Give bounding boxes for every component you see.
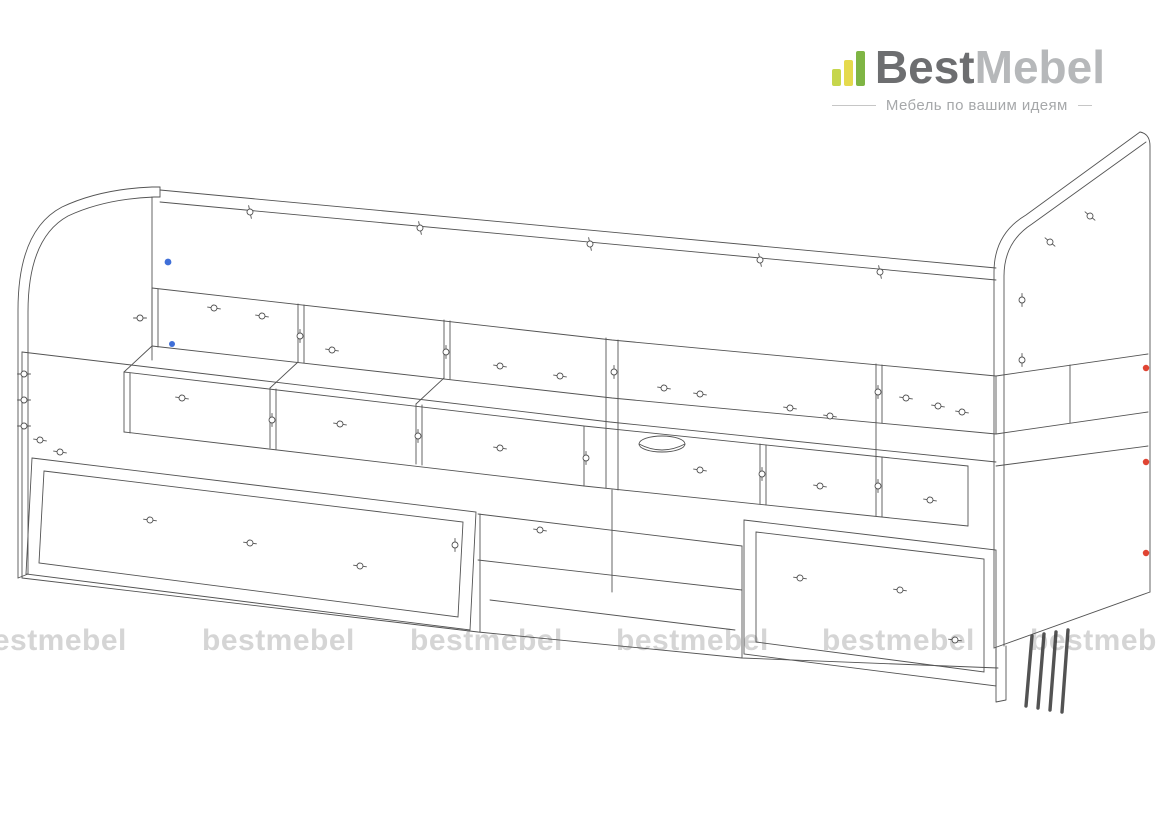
- logo-tagline: Мебель по вашим идеям: [831, 97, 1105, 114]
- blue-markers: [164, 258, 175, 347]
- tagline-text: Мебель по вашим идеям: [885, 97, 1068, 114]
- upper-shelf-band: [151, 287, 997, 491]
- carcass-outline: [21, 351, 999, 669]
- logo: BestMebel Мебель по вашим идеям: [831, 44, 1105, 114]
- logo-wordmark: BestMebel: [875, 44, 1105, 90]
- logo-bars-icon: [831, 51, 865, 90]
- logo-word-best: Best: [874, 41, 975, 93]
- logo-word-mebel: Mebel: [974, 41, 1105, 93]
- logo-bar-middle: [843, 60, 853, 86]
- lower-shelf-band: [123, 345, 969, 527]
- tagline-divider-right: [1077, 105, 1092, 106]
- middle-compartment: [477, 435, 743, 659]
- red-markers: [1142, 364, 1150, 557]
- right-end-panel: [993, 131, 1151, 703]
- top-rails: [159, 189, 997, 281]
- hardware-marks: [17, 204, 1098, 645]
- left-drawer: [25, 457, 477, 631]
- tagline-divider-left: [831, 105, 876, 106]
- logo-bar-right: [855, 51, 865, 86]
- left-end-panel: [17, 186, 161, 579]
- slat-strips: [1024, 628, 1070, 714]
- right-section-compartments: [995, 353, 1149, 467]
- logo-bar-left: [831, 69, 841, 86]
- right-drawer: [743, 519, 997, 687]
